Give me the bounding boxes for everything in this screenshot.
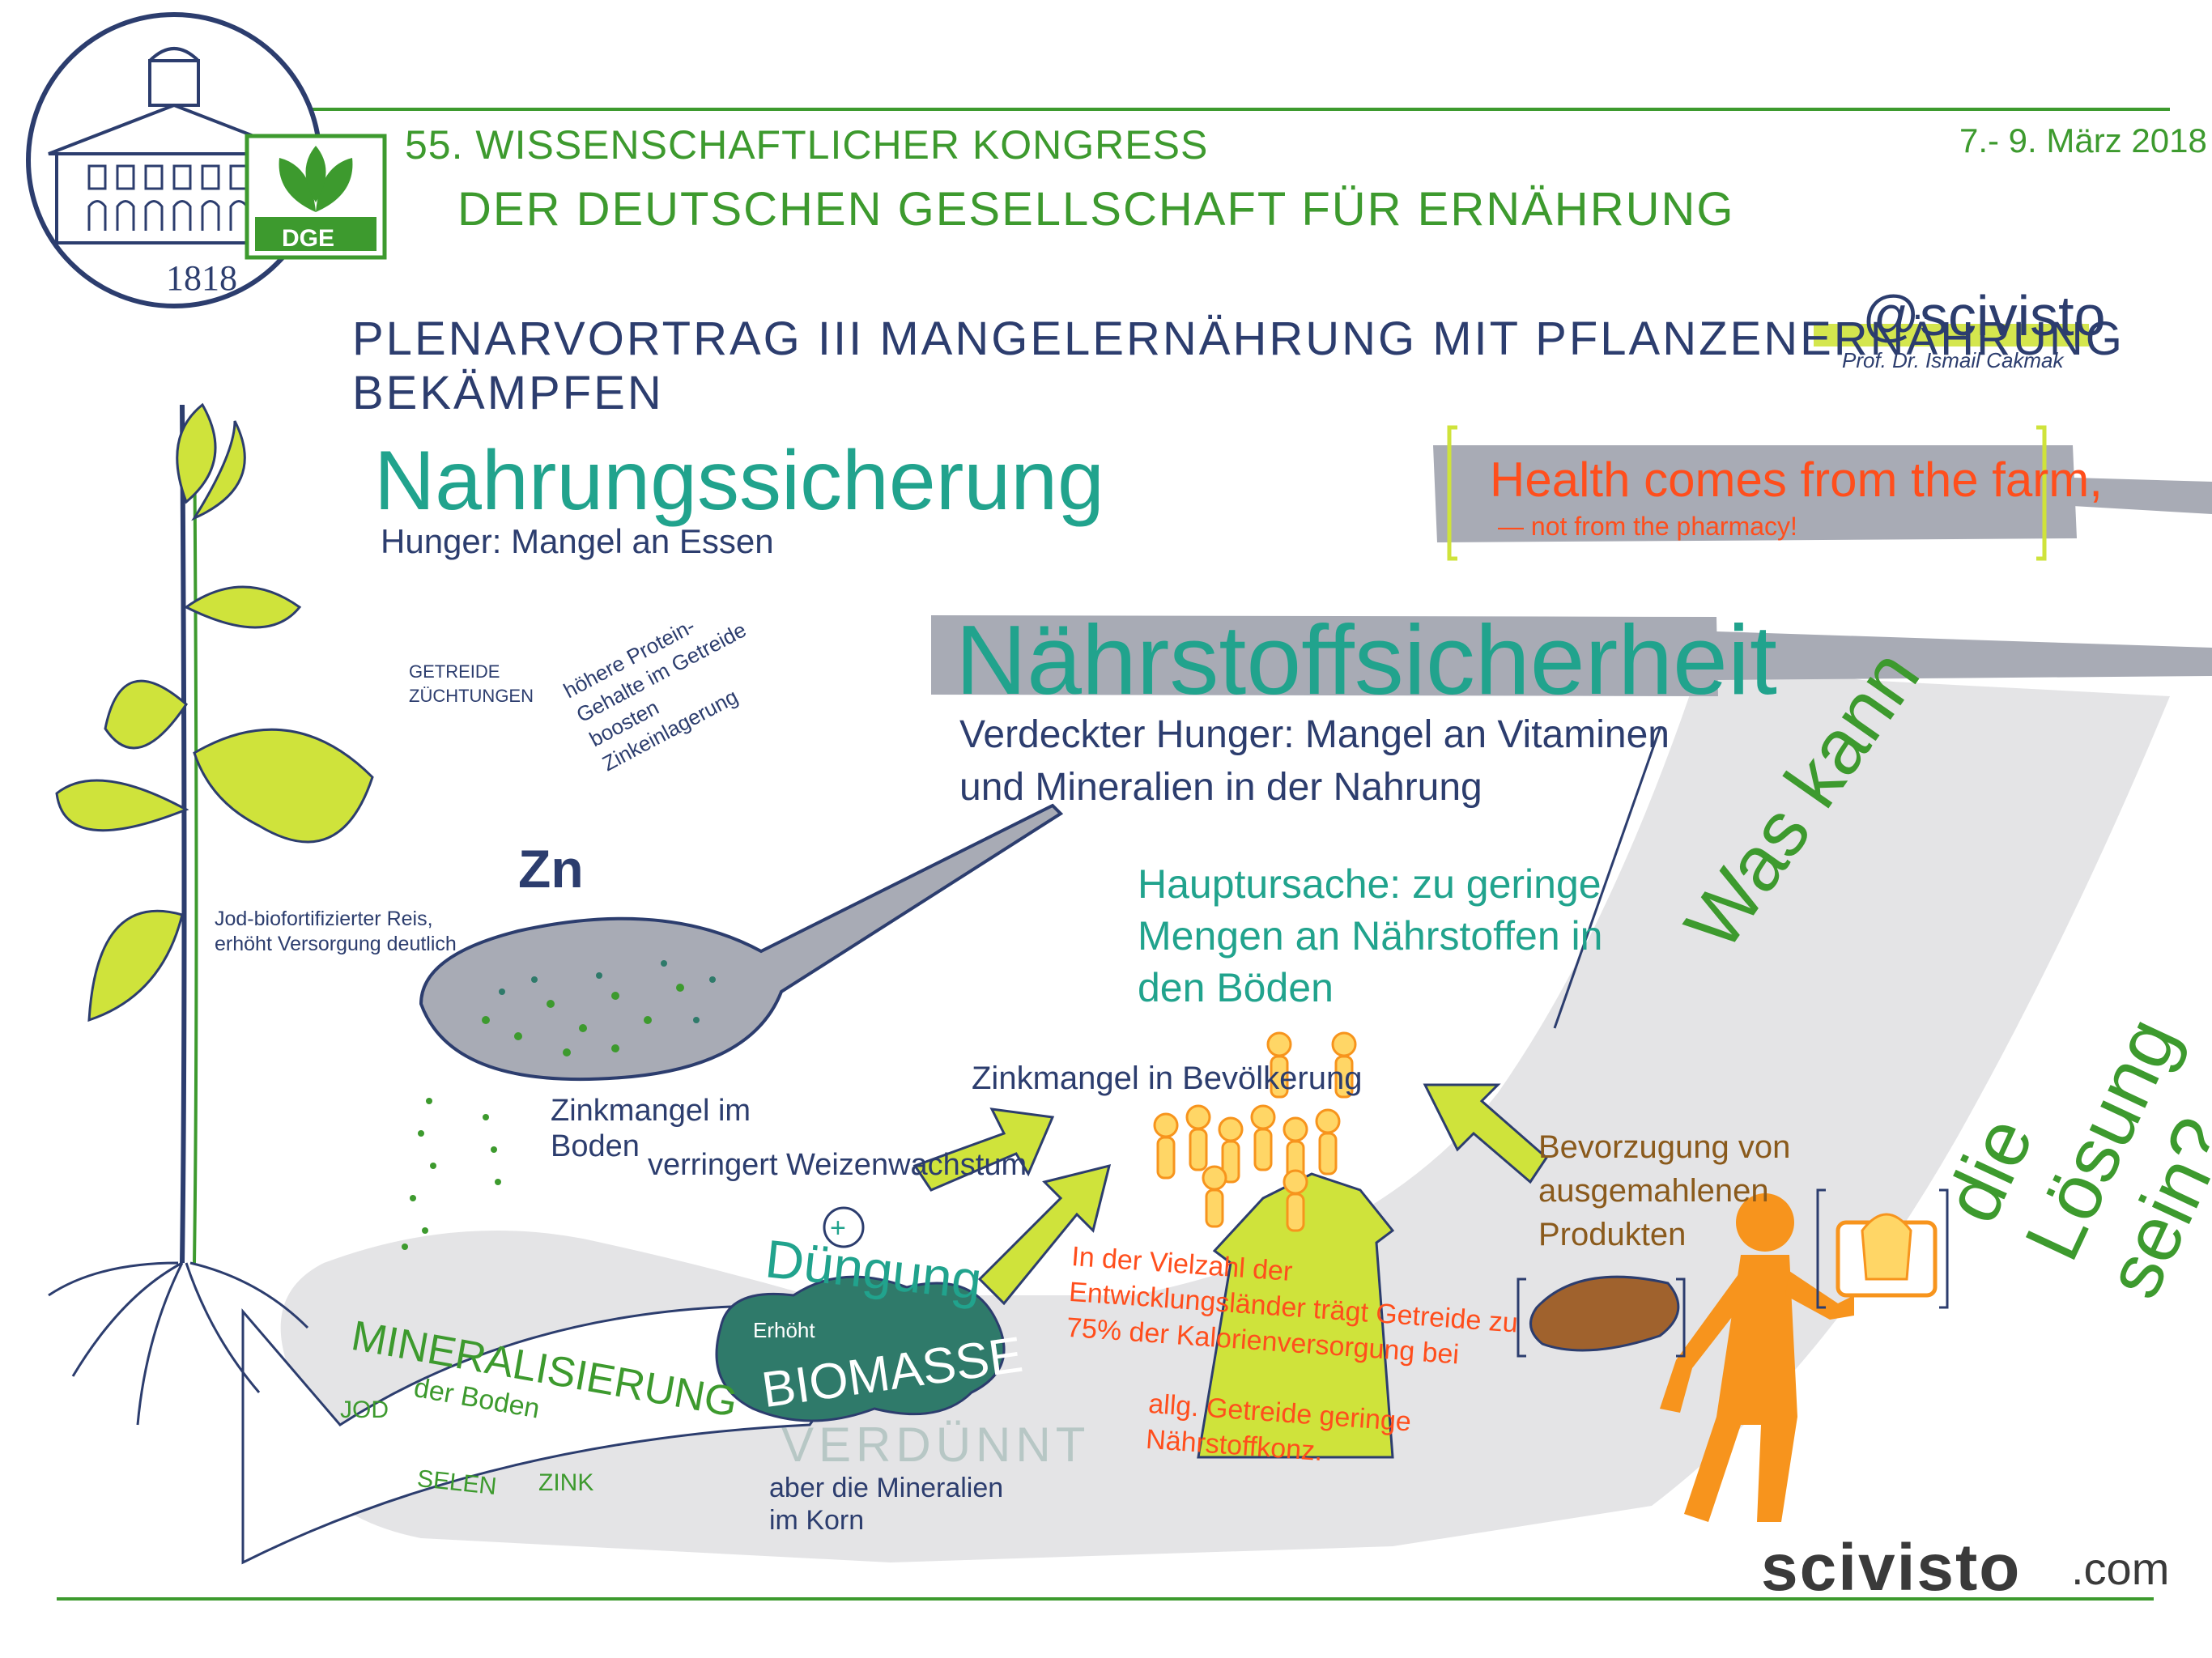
weizen-note: verringert Weizenwachstum [648,1148,1027,1182]
plant-icon [48,402,374,1426]
spoon-icon [419,803,1064,1082]
verdeckter-hunger-line2: und Mineralien in der Nahrung [959,766,1482,809]
congress-line2: DER DEUTSCHEN GESELLSCHAFT FÜR ERNÄHRUNG [457,183,1735,236]
mineralien-line1: aber die Mineralien [769,1473,1004,1503]
zinkmangel-bevoelkerung: Zinkmangel in Bevölkerung [972,1061,1363,1096]
quote-banner-tail [2073,478,2212,514]
zink-label: ZINK [538,1469,594,1496]
page-title: PLENARVORTRAG III MANGELERNÄHRUNG MIT PF… [352,312,2125,419]
brand-tld: .com [2071,1543,2170,1594]
date: 7.- 9. März 2018 [1959,121,2207,159]
bread-icon [1516,1275,1686,1358]
grain-mound [1197,1172,1395,1459]
dge-logo-text: DGE [282,225,335,252]
lime-arrows [912,1083,1548,1306]
speaker-name: Prof. Dr. Ismail Cakmak [1842,348,2064,372]
nahrungssicherung-subtitle: Hunger: Mangel an Essen [381,522,774,560]
dge-logo-icon [245,134,387,260]
jod-note: Jod-biofortifizierter Reis, erhöht Verso… [215,908,457,955]
bevorzugung-note: Bevorzugung von ausgemahlenen Produkten [1538,1129,1791,1252]
quote-banner [1433,445,2077,542]
person-icon [1660,1193,1854,1522]
biomass-cloud [715,1275,1006,1422]
brand-wordmark: scivisto [1761,1531,2022,1605]
getreide-note: GETREIDE ZÜCHTUNGEN [409,660,534,708]
nahrungssicherung-title: Nahrungssicherung [374,434,1104,528]
zinkmangel-boden: Zinkmangel im Boden [551,1093,751,1164]
getreide-line1: GETREIDE [409,661,500,682]
hauptursache-text: Hauptursache: zu geringe Mengen an Nährs… [1138,861,1603,1010]
naehr-banner [931,615,1718,696]
seal-year: 1818 [166,258,237,298]
mineralien-korn-note: aber die Mineralien im Korn [769,1472,1003,1537]
zn-symbol: Zn [518,839,584,899]
people-icon [1153,1031,1357,1232]
curve-line [1553,728,1661,1029]
quote-main: Health comes from the farm, [1490,453,2103,507]
verduennt-label: VERDÜNNT [781,1418,1091,1472]
mineralien-line2: im Korn [769,1505,865,1536]
plus-sign: + [830,1213,846,1244]
muffin-icon [1816,1188,1949,1309]
zinkmangel-boden-line1: Zinkmangel im [551,1094,751,1128]
social-handle: @scivisto [1862,284,2106,347]
verdeckter-hunger-line1: Verdeckter Hunger: Mangel an Vitaminen [959,713,1670,756]
zinkmangel-boden-line2: Boden [551,1129,640,1163]
naehrstoffsicherheit-title: Nährstoffsicherheit [955,605,1777,715]
plus-circle [823,1206,865,1248]
jod-label: JOD [340,1397,389,1423]
erhoeht-label: Erhöht [753,1318,815,1342]
handle-highlight [1814,324,2089,346]
quote-sub: — not from the pharmacy! [1498,512,1797,541]
naehr-banner-tail [1716,631,2212,680]
getreide-line2: ZÜCHTUNGEN [409,686,534,706]
congress-line1: 55. WISSENSCHAFTLICHER KONGRESS [405,122,1209,168]
falling-zinc-dots [402,1098,501,1250]
